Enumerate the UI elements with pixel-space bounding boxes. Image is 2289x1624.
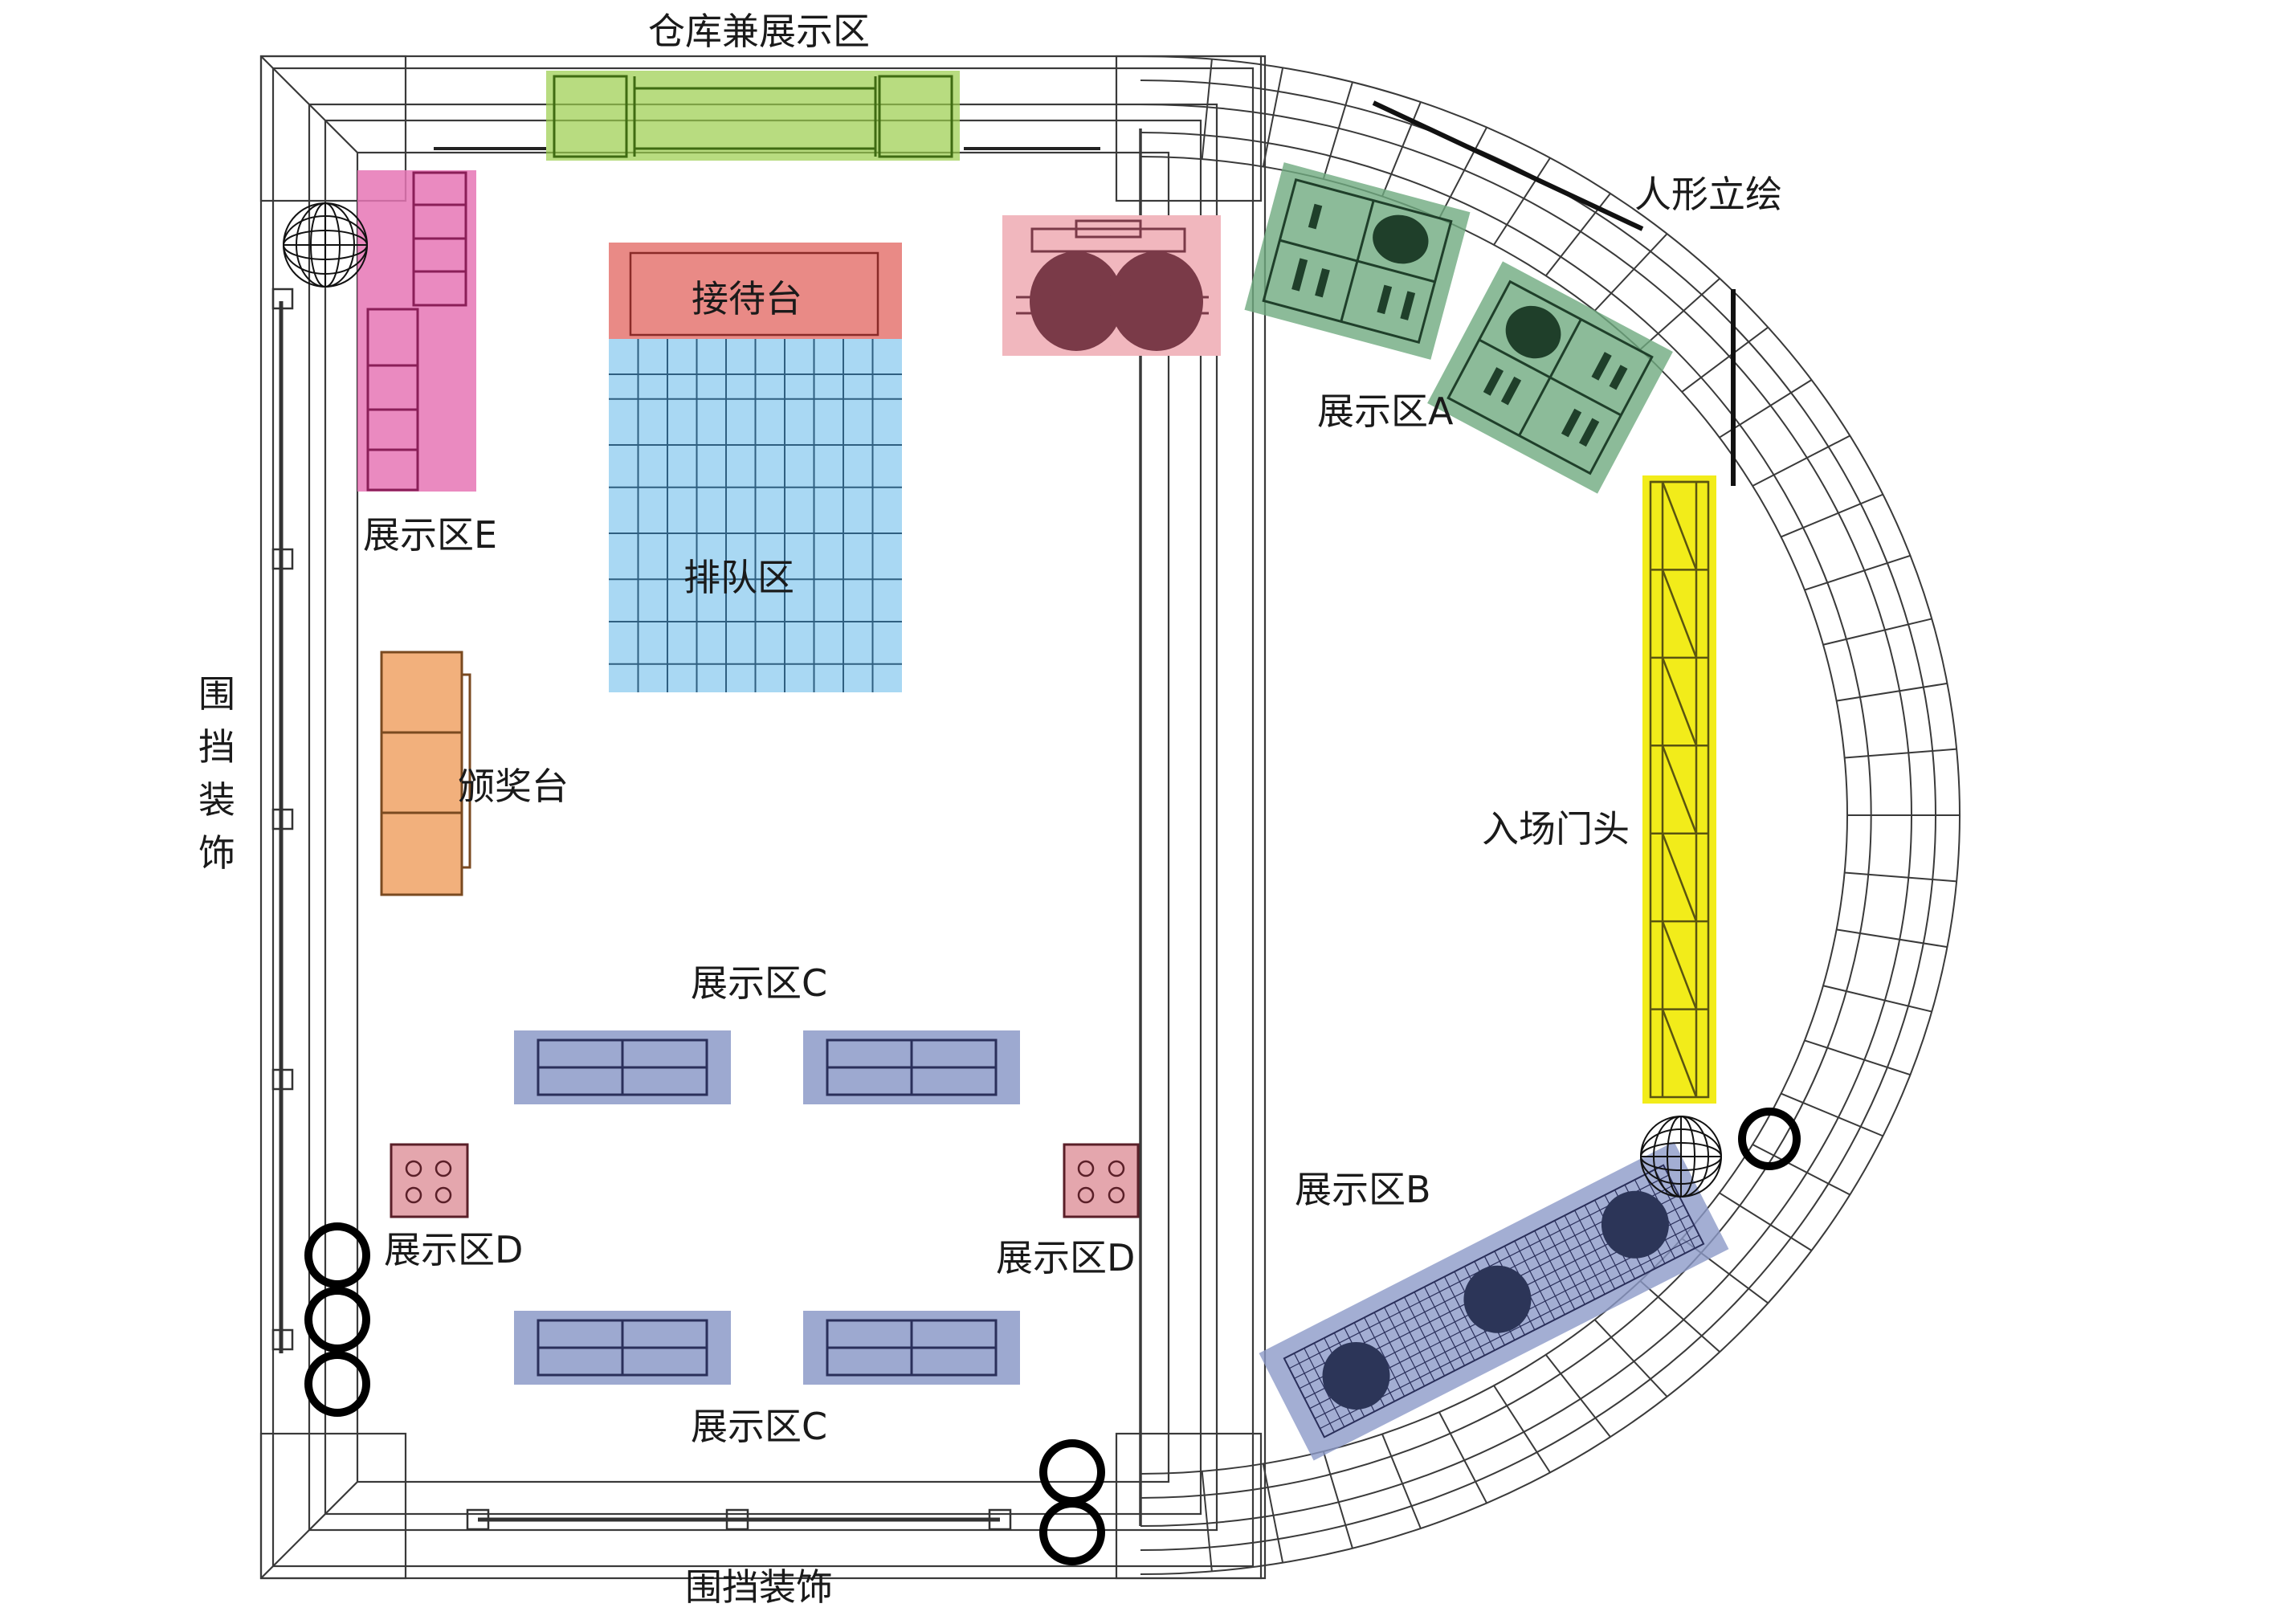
globe-decoration-left: [283, 202, 368, 288]
entrance-label: 入场门头: [1482, 807, 1630, 851]
lounge-seats: [1002, 215, 1221, 356]
zone-a-display-1: [1244, 162, 1471, 360]
zone-e-label: 展示区E: [363, 513, 497, 557]
entrance-truss: [1649, 480, 1710, 1099]
zone-d-stand-left: [390, 1143, 469, 1218]
arc-segments: [1201, 59, 1960, 1572]
award-stage: [380, 651, 471, 896]
tyre-rings: [304, 1108, 1801, 1565]
reception-desk: [609, 243, 902, 339]
award-label: 颁奖台: [458, 765, 569, 808]
zone-c-counter: [514, 1311, 731, 1385]
queue-label: 排队区: [683, 556, 794, 599]
entrance-gate: [1642, 475, 1716, 1104]
zone-b-label: 展示区B: [1295, 1168, 1431, 1211]
svg-text:围挡装饰: 围挡装饰: [198, 672, 235, 875]
zone-e-shelves: [357, 170, 476, 492]
zone-d-stand-right: [1063, 1143, 1140, 1218]
hoarding-bottom-label: 围挡装饰: [685, 1565, 833, 1609]
globe-decoration-right: [1640, 1116, 1722, 1198]
zone-c-top-label: 展示区C: [691, 961, 827, 1005]
zone-a-display-2: [1427, 261, 1673, 494]
zone-c-counter: [803, 1030, 1020, 1104]
zone-b-display: [1259, 1141, 1729, 1461]
reception-label: 接待台: [692, 277, 802, 320]
queue-area: [609, 339, 902, 692]
zone-c-counter: [803, 1311, 1020, 1385]
figure-standee-panels: [1372, 100, 1736, 486]
hoarding-left-label: 围挡装饰: [198, 672, 235, 875]
hoarding-posts-bottom: [466, 1508, 1012, 1531]
zone-c-bottom-label: 展示区C: [691, 1405, 827, 1448]
zone-d-left-label: 展示区D: [384, 1228, 523, 1271]
warehouse-zone: [434, 71, 1100, 161]
zone-d-right-label: 展示区D: [996, 1236, 1135, 1279]
outer-frame: [259, 55, 1267, 1580]
queue-grid: [609, 339, 902, 692]
zone-c-counter: [514, 1030, 731, 1104]
figure-standee-label: 人形立绘: [1634, 173, 1782, 216]
warehouse-label: 仓库兼展示区: [648, 10, 870, 53]
zone-c-counters: [514, 1030, 1020, 1385]
zone-a-label: 展示区A: [1317, 390, 1454, 433]
hoarding-posts-left: [271, 288, 294, 1353]
